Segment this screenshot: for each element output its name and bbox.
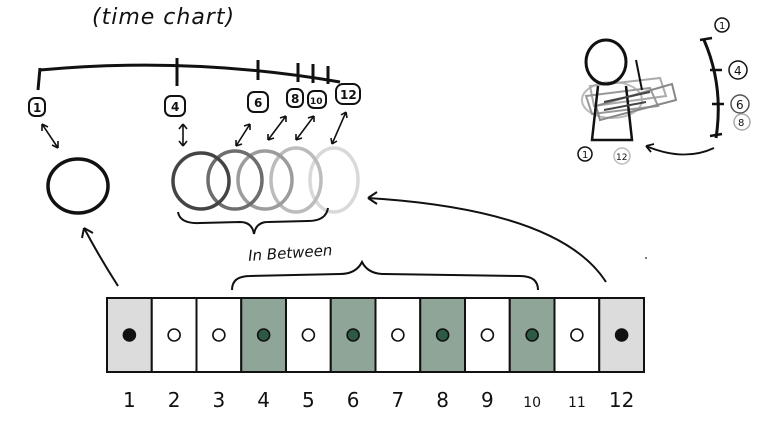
sketch-bottom-label-12: 12: [613, 147, 631, 165]
inbetween-brace: [177, 207, 329, 235]
frame-dot: [435, 328, 450, 342]
timeline-key-label: 10: [310, 97, 323, 107]
timeline-arc: [39, 63, 341, 84]
inbetween-circles: [171, 146, 360, 214]
frame-number: 7: [392, 388, 405, 412]
inbetween-circle: [236, 149, 294, 211]
frame-dot: [122, 328, 137, 342]
frame-cell-1: [106, 297, 153, 373]
sketch-mark-label: 1: [719, 21, 725, 32]
sketch-mark-1: 1: [714, 17, 730, 33]
sketch-bottom-label: 12: [616, 153, 627, 163]
inbetween-circle: [171, 151, 231, 211]
frame-dot: [167, 328, 181, 342]
frame-dot: [256, 328, 271, 342]
frame-dot: [212, 328, 226, 342]
arrow-to-key-circle: [83, 227, 119, 287]
frame-number: 8: [436, 388, 449, 412]
in-between-label: In Between: [248, 241, 333, 265]
bar-brace: [231, 259, 539, 291]
arrowhead-icon: [367, 191, 378, 205]
timeline-tick-1: [36, 67, 42, 91]
double-arrow-icon: [267, 115, 287, 141]
timeline-key-4: 4: [164, 95, 186, 117]
double-arrow-icon: [295, 115, 315, 141]
timeline-key-10: 10: [307, 90, 327, 109]
timeline-key-label: 4: [171, 100, 179, 114]
double-arrows: [41, 111, 348, 149]
stray-dot: [645, 257, 647, 259]
arrowhead-icon: [81, 227, 94, 239]
sketch-bottom-label: 1: [582, 150, 588, 161]
sketch-mark-label: 8: [738, 118, 744, 129]
frame-number: 3: [213, 388, 226, 412]
sketch-mark-4: 4: [728, 60, 748, 80]
frame-number: 9: [481, 388, 494, 412]
sketch-return-arrow: [645, 145, 715, 156]
frame-number: 6: [347, 388, 360, 412]
arrowhead-icon: [645, 143, 655, 153]
title: (time chart): [92, 5, 235, 30]
timeline-key-1: 1: [28, 97, 46, 117]
timeline-key-label: 12: [340, 88, 357, 102]
sketch-mark-8: 8: [733, 113, 751, 131]
sketch-tick: [709, 132, 723, 138]
character-head: [584, 38, 628, 86]
frame-dot: [301, 328, 316, 342]
timeline-key-8: 8: [286, 88, 304, 108]
double-arrow-icon: [41, 123, 59, 149]
timeline-key-label: 1: [33, 101, 41, 115]
frame-cell-9: [464, 297, 511, 373]
sketch-bottom-label-1: 1: [577, 146, 593, 162]
double-arrow-icon: [235, 123, 251, 147]
frame-number: 11: [568, 395, 586, 411]
inbetween-circle: [206, 149, 264, 211]
frame-dot: [480, 328, 495, 342]
frame-dot: [346, 328, 360, 342]
sketch-arc: [702, 39, 720, 139]
sketch-mark-label: 6: [736, 98, 744, 112]
frame-number: 4: [257, 388, 270, 412]
frame-number: 12: [609, 388, 634, 412]
frame-number: 2: [168, 388, 181, 412]
frame-number: 10: [523, 395, 541, 411]
sketch-mark-label: 4: [734, 64, 742, 78]
arrow-to-inbetweens: [367, 197, 607, 283]
frame-cell-8: [419, 297, 466, 373]
frame-number: 5: [302, 388, 315, 412]
double-arrow-icon: [330, 111, 348, 145]
frame-dot: [614, 328, 629, 342]
key-circle: [46, 157, 110, 215]
sketch-mark-6: 6: [730, 94, 750, 114]
character-sketch: [581, 38, 678, 142]
frame-dot: [391, 328, 405, 342]
frame-dot: [570, 328, 584, 342]
double-arrow-icon: [178, 123, 188, 147]
timeline-key-6: 6: [247, 91, 269, 113]
timeline-key-label: 6: [254, 96, 262, 110]
inbetween-circle: [269, 146, 323, 214]
timeline-key-label: 8: [291, 92, 299, 106]
frame-number: 1: [123, 388, 136, 412]
sketch-tick: [699, 36, 713, 42]
frame-dot: [525, 328, 539, 342]
timeline-key-12: 12: [335, 83, 361, 105]
sketch-ticks: [699, 36, 724, 138]
inbetween-circle: [308, 146, 360, 214]
